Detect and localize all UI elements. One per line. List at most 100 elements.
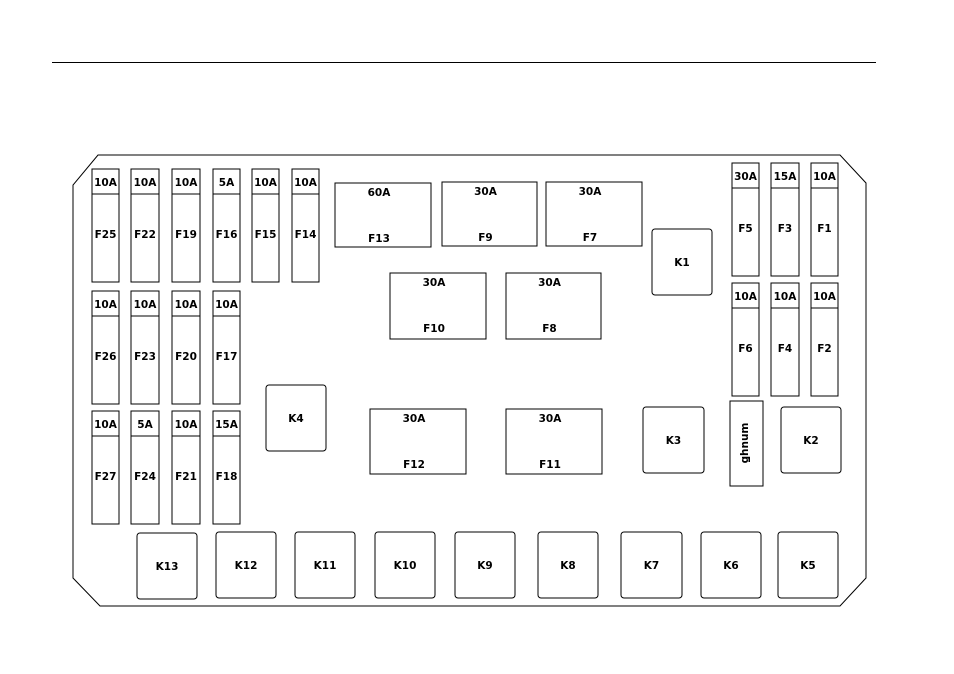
fuse-id-label: F10	[423, 323, 445, 335]
fuse-id-label: F17	[216, 351, 238, 363]
relay-k8: K8	[538, 532, 598, 598]
relay-k9: K9	[455, 532, 515, 598]
relay-label: K12	[235, 560, 258, 572]
fuse-puller: ɯnuɥƃ	[730, 401, 763, 486]
fuse-f19: 10A F19	[172, 169, 200, 282]
fuse-f4: 10AF4	[771, 283, 799, 396]
fuse-id-label: F2	[817, 343, 831, 355]
fuse-rating-label: 10A	[813, 291, 837, 303]
relay-label: K13	[156, 561, 179, 573]
relay-label: K4	[288, 413, 303, 425]
fuse-f13: 60A F13	[335, 183, 431, 247]
fuse-f10: 30A F10	[390, 273, 486, 339]
relay-k7: K7	[621, 532, 682, 598]
relay-label: K5	[800, 560, 815, 572]
relay-label: K2	[803, 435, 818, 447]
fuse-rating-label: 10A	[734, 291, 758, 303]
relay-k10: K10	[375, 532, 435, 598]
fuse-rating-label: 30A	[734, 171, 758, 183]
fuse-id-label: F18	[216, 471, 238, 483]
fuse-rating-label: 5A	[137, 419, 153, 431]
fuse-f18: 15A F18	[213, 411, 240, 524]
fuse-rating-label: 30A	[474, 186, 498, 198]
fuse-id-label: F8	[542, 323, 556, 335]
fuse-id-label: F19	[175, 229, 197, 241]
fuse-rating-label: 10A	[294, 177, 318, 189]
fuse-rating-label: 30A	[539, 413, 563, 425]
fuse-rating-label: 10A	[215, 299, 239, 311]
fuse-f7: 30A F7	[546, 182, 642, 246]
relay-k11: K11	[295, 532, 355, 598]
fuse-f20: 10A F20	[172, 291, 200, 404]
fuse-f25: 10A F25	[92, 169, 119, 282]
fuse-id-label: F27	[95, 471, 117, 483]
relay-k1: K1	[652, 229, 712, 295]
fuse-rating-label: 10A	[94, 299, 118, 311]
fuse-f12: 30A F12	[370, 409, 466, 474]
fuse-rating-label: 30A	[423, 277, 447, 289]
fuse-rating-label: 10A	[175, 419, 199, 431]
fuse-id-label: F25	[95, 229, 117, 241]
fuse-id-label: F5	[738, 223, 752, 235]
fuse-rating-label: 10A	[94, 177, 118, 189]
fuse-rating-label: 30A	[538, 277, 562, 289]
fuse-id-label: F26	[95, 351, 117, 363]
fuse-f26: 10A F26	[92, 291, 119, 404]
fuse-f16: 5A F16	[213, 169, 240, 282]
fuse-puller-label: ɯnuɥƃ	[739, 423, 751, 464]
fuse-rating-label: 30A	[579, 186, 603, 198]
fuse-f17: 10A F17	[213, 291, 240, 404]
fuse-f27: 10A F27	[92, 411, 119, 524]
fuse-id-label: F1	[817, 223, 831, 235]
relay-label: K11	[314, 560, 337, 572]
fuse-id-label: F22	[134, 229, 156, 241]
fuse-rating-label: 10A	[774, 291, 798, 303]
fuse-f2: 10A F2	[811, 283, 838, 396]
fuse-id-label: F3	[778, 223, 792, 235]
fuse-id-label: F16	[216, 229, 238, 241]
fuse-rating-label: 30A	[403, 413, 427, 425]
relay-k13: K13	[137, 533, 197, 599]
fuse-rating-label: 5A	[219, 177, 235, 189]
relay-k4: K4	[266, 385, 326, 451]
fuse-f1: 10A F1	[811, 163, 838, 276]
fuse-rating-label: 60A	[368, 187, 392, 199]
fuse-f8: 30A F8	[506, 273, 601, 339]
fuse-id-label: F20	[175, 351, 197, 363]
relay-label: K1	[674, 257, 689, 269]
relay-k2: K2	[781, 407, 841, 473]
fuse-id-label: F15	[255, 229, 277, 241]
fuse-f5: 30A F5	[732, 163, 759, 276]
fuse-rating-label: 15A	[215, 419, 239, 431]
fuse-rating-label: 10A	[813, 171, 837, 183]
relay-label: K9	[477, 560, 492, 572]
relay-label: K7	[644, 560, 659, 572]
fuse-rating-label: 10A	[254, 177, 278, 189]
relay-k6: K6	[701, 532, 761, 598]
relay-label: K10	[394, 560, 417, 572]
fuse-rating-label: 10A	[175, 177, 199, 189]
fuse-id-label: F12	[403, 459, 425, 471]
relay-k12: K12	[216, 532, 276, 598]
relay-k5: K5	[778, 532, 838, 598]
fuse-id-label: F11	[539, 459, 561, 471]
fuse-id-label: F14	[295, 229, 317, 241]
relay-label: K8	[560, 560, 575, 572]
fuse-id-label: F24	[134, 471, 156, 483]
fuse-rating-label: 10A	[134, 299, 158, 311]
relay-label: K3	[666, 435, 681, 447]
fuse-f11: 30A F11	[506, 409, 602, 474]
fuse-id-label: F13	[368, 233, 390, 245]
fuse-id-label: F7	[583, 232, 597, 244]
relay-label: K6	[723, 560, 738, 572]
fuse-rating-label: 10A	[94, 419, 118, 431]
fuse-f15: 10A F15	[252, 169, 279, 282]
fuse-f14: 10A F14	[292, 169, 319, 282]
fuse-rating-label: 10A	[175, 299, 199, 311]
